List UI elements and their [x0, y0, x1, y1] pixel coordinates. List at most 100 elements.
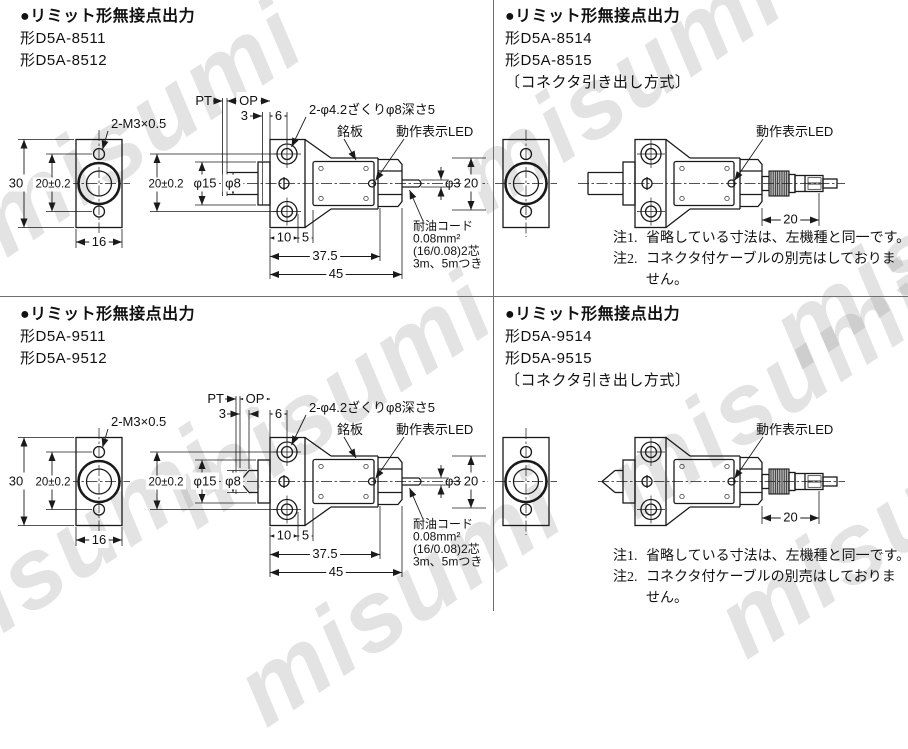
note2-cont-text: せん。 — [646, 591, 688, 606]
label-dims_cable-cord2: 0.08mm² — [413, 232, 460, 246]
label-mask — [222, 472, 244, 490]
label-dims_cable-cord2: 0.08mm² — [413, 530, 460, 544]
label-mask — [145, 475, 187, 490]
label-dims_cable-dim3: 3 — [219, 406, 226, 421]
label-mask — [243, 390, 267, 407]
label-dims_cable-dim45: 45 — [329, 564, 343, 579]
label-dims_cable-phi3: φ3 — [445, 474, 461, 489]
note2-text: コネクタ付ケーブルの別売はしておりま — [646, 570, 896, 585]
note-row: せん。 — [613, 270, 908, 291]
label-dims_connector-led: 動作表示LED — [756, 422, 833, 437]
label-dims_cable-cord4: 3m、5mつき — [413, 555, 482, 569]
notes-tr: 注1. 省略している寸法は、左機種と同一です。 注2. コネクタ付ケーブルの別売はし… — [613, 228, 908, 291]
label-dims_cable-dim3: 3 — [241, 108, 248, 123]
section-title-tl: ●リミット形無接点出力 — [20, 8, 196, 25]
section-title-tr: ●リミット形無接点出力 — [505, 8, 681, 25]
label-dims_cable-dim45: 45 — [329, 266, 343, 281]
label-dims_cable-cord4: 3m、5mつき — [413, 257, 482, 271]
drawing-br: 20 動作表示LED — [495, 422, 845, 535]
label-mask — [89, 531, 109, 548]
label-dims_connector-led: 動作表示LED — [756, 124, 833, 139]
label-dims_cable-dim375: 37.5 — [312, 248, 337, 263]
label-mask — [6, 174, 26, 192]
label-dims_connector-dim20: 20 — [783, 510, 797, 525]
label-dims_cable-dim20tol: 20±0.2 — [148, 179, 183, 191]
note-row: 注1. 省略している寸法は、左機種と同一です。 — [613, 228, 908, 249]
label-mask — [222, 174, 244, 192]
label-dims_cable-dim5: 5 — [302, 230, 309, 245]
label-dims_cable-dim30: 30 — [9, 474, 23, 489]
header-bl: ●リミット形無接点出力 形D5A-9511 形D5A-9512 — [20, 304, 195, 370]
label-mask — [461, 472, 481, 490]
note1-label: 注1. — [613, 231, 638, 246]
note-row: 注2. コネクタ付ケーブルの別売はしておりま — [613, 567, 908, 588]
label-dims_cable-dim20tol: 20±0.2 — [35, 179, 70, 191]
label-mask — [191, 174, 219, 192]
label-dims_cable-pt: PT — [195, 93, 212, 108]
label-mask — [32, 177, 74, 192]
label-dims_cable-counterbore: 2-φ4.2ざくりφ8深さ5 — [309, 400, 435, 415]
label-mask — [89, 233, 109, 250]
label-dims_cable-phi3: φ3 — [445, 176, 461, 191]
model-br-2: 形D5A-9515 — [505, 350, 593, 367]
label-dims_cable-counterbore: 2-φ4.2ざくりφ8深さ5 — [309, 102, 435, 117]
label-mask — [326, 563, 346, 580]
note1-text: 省略している寸法は、左機種と同一です。 — [646, 231, 908, 246]
label-dims_cable-phi8: φ8 — [225, 176, 241, 191]
label-dims_connector-dim20: 20 — [783, 212, 797, 227]
label-dims_cable-cord3: (16/0.08)2芯 — [413, 542, 480, 556]
note2-label: 注2. — [613, 570, 638, 585]
label-dims_cable-pt: PT — [207, 391, 224, 406]
header-tl: ●リミット形無接点出力 形D5A-8511 形D5A-8512 — [20, 6, 195, 72]
note-row: 注2. コネクタ付ケーブルの別売はしておりま — [613, 249, 908, 270]
label-dims_cable-dim30: 30 — [9, 176, 23, 191]
label-dims_cable-dim6: 6 — [275, 108, 282, 123]
label-mask — [145, 177, 187, 192]
section-title-bl: ●リミット形無接点出力 — [20, 306, 196, 323]
label-dims_cable-cord1: 耐油コード — [413, 219, 473, 233]
label-mask — [274, 228, 294, 246]
label-dims_cable-op: OP — [239, 93, 258, 108]
label-dims_cable-dim20tol: 20±0.2 — [35, 477, 70, 489]
label-dims_cable-dim20: 20 — [464, 176, 478, 191]
label-dims_cable-dim5: 5 — [302, 528, 309, 543]
label-dims_cable-led: 動作表示LED — [396, 422, 473, 437]
label-mask — [274, 526, 294, 544]
label-mask — [326, 265, 346, 282]
model-tr-1: 形D5A-8514 — [505, 30, 593, 47]
label-mask — [299, 228, 312, 246]
label-mask — [309, 247, 341, 264]
label-dims_cable-dim6: 6 — [275, 406, 282, 421]
label-mask — [299, 526, 312, 544]
label-dims_cable-phi15: φ15 — [194, 176, 217, 191]
model-tl-2: 形D5A-8512 — [20, 52, 108, 69]
note2-label: 注2. — [613, 252, 638, 267]
label-mask — [191, 472, 219, 490]
note-row: せん。 — [613, 588, 908, 609]
model-bl-1: 形D5A-9511 — [20, 328, 106, 345]
model-tl-1: 形D5A-8511 — [20, 30, 106, 47]
label-dims_cable-phi15: φ15 — [194, 474, 217, 489]
model-tr-2: 形D5A-8515 — [505, 52, 593, 69]
label-dims_cable-dim16: 16 — [92, 234, 106, 249]
label-dims_cable-nameplate: 銘板 — [337, 422, 363, 437]
notes-br: 注1.省略している寸法は、左機種と同一です。 注2. コネクタ付ケーブルの別売はし… — [613, 546, 908, 609]
label-mask — [32, 475, 74, 490]
note1-text: 省略している寸法は、左機種と同一です。 — [646, 549, 908, 564]
label-dims_cable-nameplate: 銘板 — [337, 124, 363, 139]
note-row: 注1.省略している寸法は、左機種と同一です。 — [613, 546, 908, 567]
label-dims_cable-screw: 2-M3×0.5 — [111, 414, 166, 429]
note2-cont-text: せん。 — [646, 273, 688, 288]
label-mask — [309, 545, 341, 562]
subtitle-tr: 〔コネクタ引き出し方式〕 — [505, 74, 691, 91]
label-dims_cable-cord1: 耐油コード — [413, 517, 473, 531]
header-br: ●リミット形無接点出力 形D5A-9514 形D5A-9515 〔コネクタ引き出… — [505, 304, 690, 392]
note2-text: コネクタ付ケーブルの別売はしておりま — [646, 252, 896, 267]
label-dims_cable-dim20tol: 20±0.2 — [148, 477, 183, 489]
label-mask — [780, 210, 801, 228]
label-dims_cable-dim16: 16 — [92, 532, 106, 547]
label-mask — [272, 405, 285, 422]
model-br-1: 形D5A-9514 — [505, 328, 593, 345]
